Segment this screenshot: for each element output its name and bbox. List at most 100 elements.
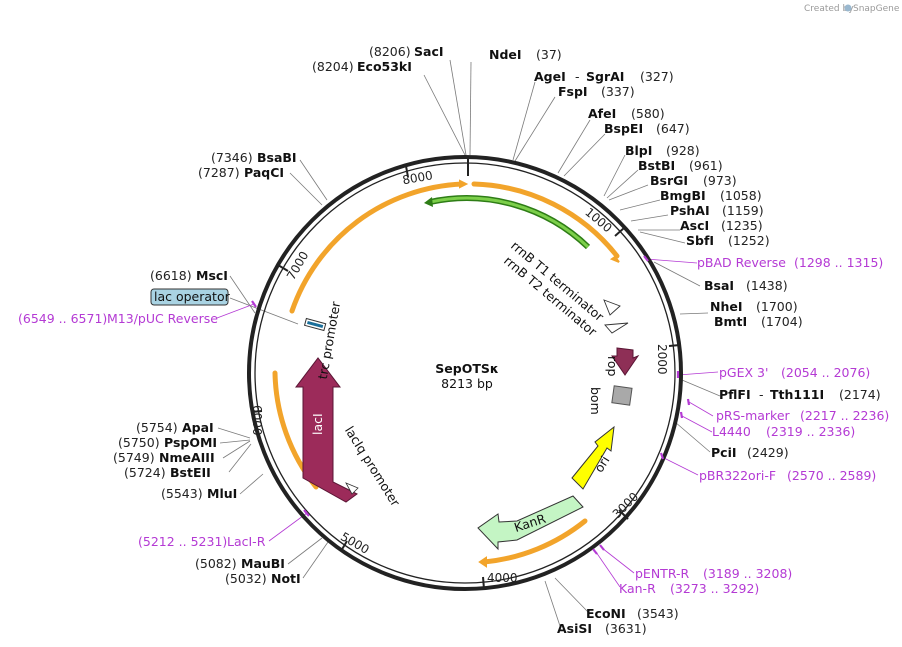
enzyme-bsabi-pos: (7346) xyxy=(211,150,253,165)
enzyme-eco53ki-pos: (8204) xyxy=(312,59,354,74)
primer-pbad-reverse[interactable]: pBAD Reverse xyxy=(697,255,786,270)
primer-pgex-3[interactable]: pGEX 3' xyxy=(719,365,768,380)
credit-brand: SnapGene xyxy=(853,4,900,14)
enzyme-sbfi[interactable]: SbfI xyxy=(686,233,714,248)
enzyme-paqci-pos: (7287) xyxy=(198,165,240,180)
rop-feature xyxy=(611,347,640,376)
enzyme-econi-pos: (3543) xyxy=(637,606,679,621)
enzyme-bmti[interactable]: BmtI xyxy=(714,314,747,329)
enzyme-maubi[interactable]: MauBI xyxy=(241,556,285,571)
enzyme-afei-pos: (580) xyxy=(631,106,665,121)
enzyme-bmgbi[interactable]: BmgBI xyxy=(660,188,706,203)
enzyme-nhei[interactable]: NheI xyxy=(710,299,743,314)
primer-pbr322ori-f[interactable]: pBR322ori-F xyxy=(699,468,776,483)
enzyme-apai-pos: (5754) xyxy=(136,420,178,435)
primer-pgex-3-range: (2054 .. 2076) xyxy=(781,365,870,380)
primer-m13-puc-reverse[interactable]: M13/pUC Reverse xyxy=(107,311,218,326)
ori-feature xyxy=(571,425,615,490)
tick-label-6000: 6000 xyxy=(250,405,264,436)
lacI-label: lacI xyxy=(310,413,325,435)
primer-l4440-range: (2319 .. 2336) xyxy=(766,424,855,439)
enzyme-saci[interactable]: SacI xyxy=(414,44,444,59)
enzyme-msci[interactable]: MscI xyxy=(196,268,228,283)
enzyme-pcii-pos: (2429) xyxy=(747,445,789,460)
enzyme-bsai[interactable]: BsaI xyxy=(704,278,734,293)
enzyme-econi[interactable]: EcoNI xyxy=(586,606,626,621)
enzyme-msci-pos: (6618) xyxy=(150,268,192,283)
enzyme-asisi[interactable]: AsiSI xyxy=(557,621,592,636)
enzyme-noti[interactable]: NotI xyxy=(271,571,301,586)
enzyme-nhei-pos: (1700) xyxy=(756,299,798,314)
enzyme-pshai-pos: (1159) xyxy=(722,203,764,218)
primer-pentr-r[interactable]: pENTR-R xyxy=(635,566,690,581)
enzyme-tth111i[interactable]: Tth111I xyxy=(770,387,824,402)
enzyme-pcii[interactable]: PciI xyxy=(711,445,737,460)
enzyme-pspomi[interactable]: PspOMI xyxy=(164,435,217,450)
enzyme-fspi[interactable]: FspI xyxy=(558,84,588,99)
enzyme-fspi-pos: (337) xyxy=(601,84,635,99)
enzyme-eco53ki[interactable]: Eco53kI xyxy=(357,59,412,74)
enzyme-agei[interactable]: AgeI xyxy=(534,69,566,84)
ori-label: ori xyxy=(591,453,612,475)
orf-arc-left-top xyxy=(289,181,465,314)
primer-prs-marker[interactable]: pRS-marker xyxy=(716,408,791,423)
enzyme-pshai[interactable]: PshAI xyxy=(670,203,710,218)
enzyme-bsteii-pos: (5724) xyxy=(124,465,166,480)
enzyme-bspei-pos: (647) xyxy=(656,121,690,136)
enzyme-bsrgi[interactable]: BsrGI xyxy=(650,173,688,188)
enzyme-pflfi-sep: - xyxy=(759,387,764,402)
rrnB-terminator-glyphs xyxy=(603,299,629,334)
enzyme-ndei[interactable]: NdeI xyxy=(489,47,522,62)
lacIq-promoter-arrow xyxy=(345,482,359,495)
primer-prs-marker-range: (2217 .. 2236) xyxy=(800,408,889,423)
enzyme-bsteii[interactable]: BstEII xyxy=(170,465,211,480)
primer-kan-r-range: (3273 .. 3292) xyxy=(670,581,759,596)
bom-label: bom xyxy=(588,387,603,415)
enzyme-pflfi-pos: (2174) xyxy=(839,387,881,402)
bom-feature xyxy=(611,385,633,406)
enzyme-afei[interactable]: AfeI xyxy=(588,106,616,121)
primer-marks xyxy=(251,255,691,555)
plasmid-size: 8213 bp xyxy=(441,376,493,391)
enzyme-sbfi-pos: (1252) xyxy=(728,233,770,248)
primer-pbr322ori-f-range: (2570 .. 2589) xyxy=(787,468,876,483)
lacI-feature xyxy=(294,357,358,503)
backbone xyxy=(247,155,683,591)
enzyme-nmeaiii[interactable]: NmeAIII xyxy=(159,450,215,465)
enzyme-pspomi-pos: (5750) xyxy=(118,435,160,450)
enzyme-paqci[interactable]: PaqCI xyxy=(244,165,284,180)
enzyme-bsabi[interactable]: BsaBI xyxy=(257,150,297,165)
trc-promoter-label: trc promoter xyxy=(315,299,344,380)
primer-laci-r[interactable]: LacI-R xyxy=(227,534,266,549)
tick-label-4000: 4000 xyxy=(487,571,518,585)
enzyme-pflfi[interactable]: PflFI xyxy=(719,387,751,402)
enzyme-blpi[interactable]: BlpI xyxy=(625,143,652,158)
enzyme-bsai-pos: (1438) xyxy=(746,278,788,293)
enzyme-asci[interactable]: AscI xyxy=(680,218,709,233)
enzyme-noti-pos: (5032) xyxy=(225,571,267,586)
enzyme-apai[interactable]: ApaI xyxy=(182,420,214,435)
enzyme-bspei[interactable]: BspEI xyxy=(604,121,643,136)
enzyme-bstbi-pos: (961) xyxy=(689,158,723,173)
enzyme-bmgbi-pos: (1058) xyxy=(720,188,762,203)
enzyme-bstbi[interactable]: BstBI xyxy=(638,158,675,173)
enzyme-sgrai[interactable]: SgrAI xyxy=(586,69,624,84)
plasmid-name: SepOTSκ xyxy=(435,361,499,376)
enzyme-mlui[interactable]: MluI xyxy=(207,486,237,501)
primer-kan-r[interactable]: Kan-R xyxy=(619,581,656,596)
orf-arc-top xyxy=(471,181,620,259)
enzyme-agei-sep: - xyxy=(575,69,580,84)
lac-operator-mark xyxy=(307,320,324,329)
terminator-arc xyxy=(424,195,591,250)
primer-m13-puc-reverse-range: (6549 .. 6571) xyxy=(18,311,107,326)
enzyme-saci-pos: (8206) xyxy=(369,44,411,59)
enzyme-asisi-pos: (3631) xyxy=(605,621,647,636)
tick-marks xyxy=(250,157,681,590)
primer-l4440[interactable]: L4440 xyxy=(712,424,751,439)
orf-arc-bottom xyxy=(481,518,588,565)
enzyme-nmeaiii-pos: (5749) xyxy=(113,450,155,465)
tick-label-8000: 8000 xyxy=(401,168,434,187)
tick-label-2000: 2000 xyxy=(655,344,669,375)
enzyme-ndei-pos: (37) xyxy=(536,47,562,62)
